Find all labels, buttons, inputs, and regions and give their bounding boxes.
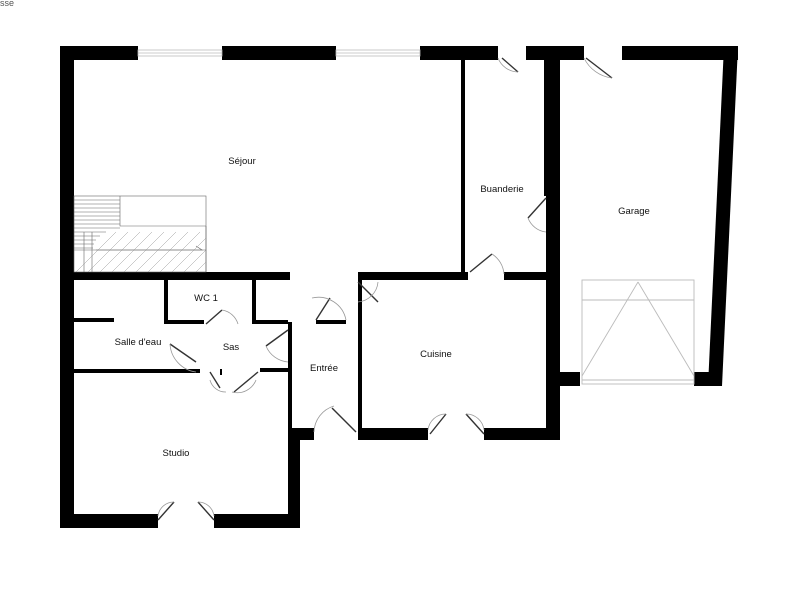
- room-label-wc: WC 1: [194, 293, 218, 304]
- room-label-studio: Studio: [163, 448, 190, 459]
- room-label-entree: Entrée: [310, 363, 338, 374]
- doors: [157, 57, 613, 521]
- garage-door: [581, 279, 695, 385]
- corner-text: sse: [0, 0, 15, 8]
- room-label-cuisine: Cuisine: [420, 349, 452, 360]
- room-label-sejour: Séjour: [228, 156, 255, 167]
- interior-walls: [74, 60, 548, 432]
- room-labels: Séjour Buanderie Garage WC 1 Salle d'eau…: [115, 156, 650, 459]
- room-label-sas: Sas: [223, 342, 240, 353]
- windows: [137, 49, 421, 57]
- staircase: [73, 195, 207, 273]
- exterior-walls: [60, 46, 738, 528]
- sas-mark: [220, 369, 222, 375]
- room-label-garage: Garage: [618, 206, 650, 217]
- room-label-salle-eau: Salle d'eau: [115, 337, 162, 348]
- room-label-buanderie: Buanderie: [480, 184, 523, 195]
